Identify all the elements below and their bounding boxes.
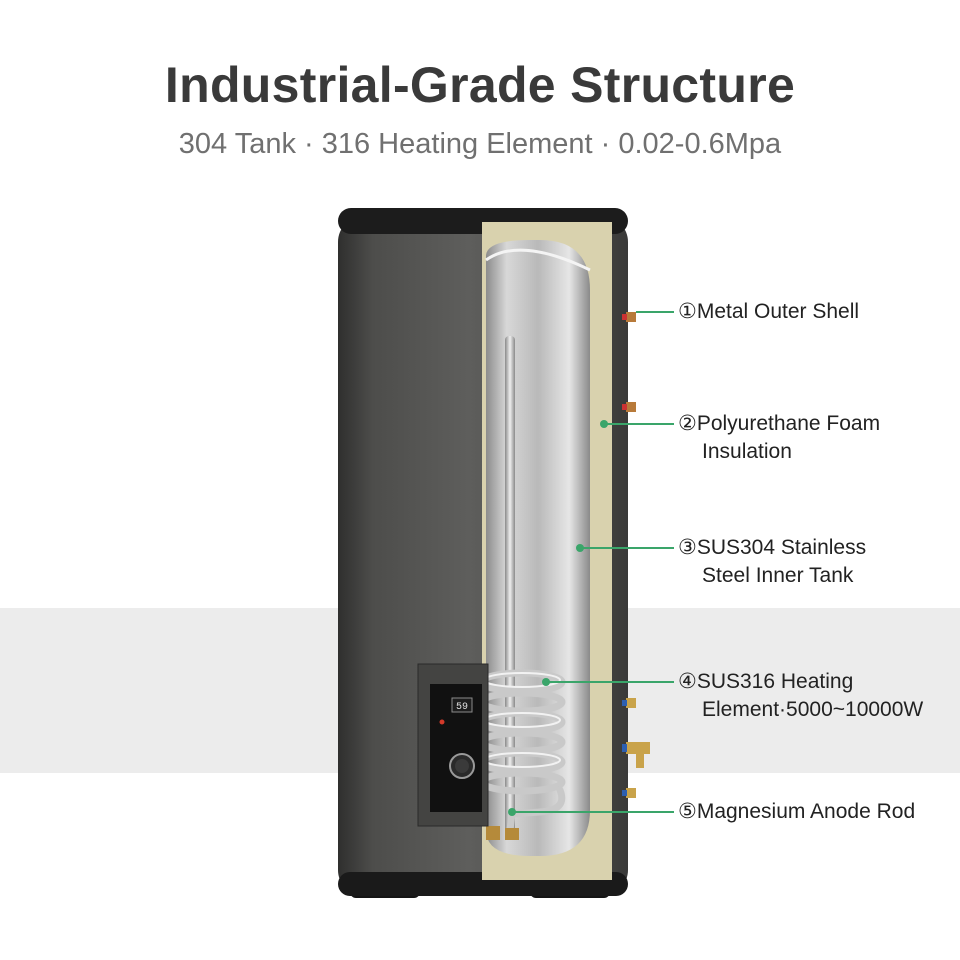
page-subtitle: 304 Tank · 316 Heating Element · 0.02-0.… [178,128,782,160]
temperature-display-value: 59 [456,702,468,713]
inner-tank [486,240,590,856]
callout-text: ①Metal Outer Shell [678,300,860,323]
callout-inner-tank: ③SUS304 Stainless Steel Inner Tank [678,534,866,590]
callout-heating-element: ④SUS316 Heating Element·5000~10000W [678,668,923,724]
callout-polyurethane-foam: ②Polyurethane Foam Insulation [678,410,880,466]
callout-text: ②Polyurethane Foam [678,412,881,435]
callout-text: ⑤Magnesium Anode Rod [678,800,916,823]
magnesium-anode-rod [505,336,515,836]
callout-text: ④SUS316 Heating [678,670,854,693]
pipe-connectors [622,312,650,798]
callout-text-line2: Element·5000~10000W [702,698,924,721]
callout-leaders [512,311,674,813]
callout-text-line2: Steel Inner Tank [702,564,854,587]
page-title: Industrial-Grade Structure [164,57,796,113]
callout-text: ③SUS304 Stainless [678,536,867,559]
callout-magnesium-anode-rod: ⑤Magnesium Anode Rod [678,798,915,826]
callout-text-line2: Insulation [702,440,792,463]
callout-metal-outer-shell: ①Metal Outer Shell [678,298,859,326]
temperature-display [451,697,473,713]
indicator-light [439,719,445,725]
